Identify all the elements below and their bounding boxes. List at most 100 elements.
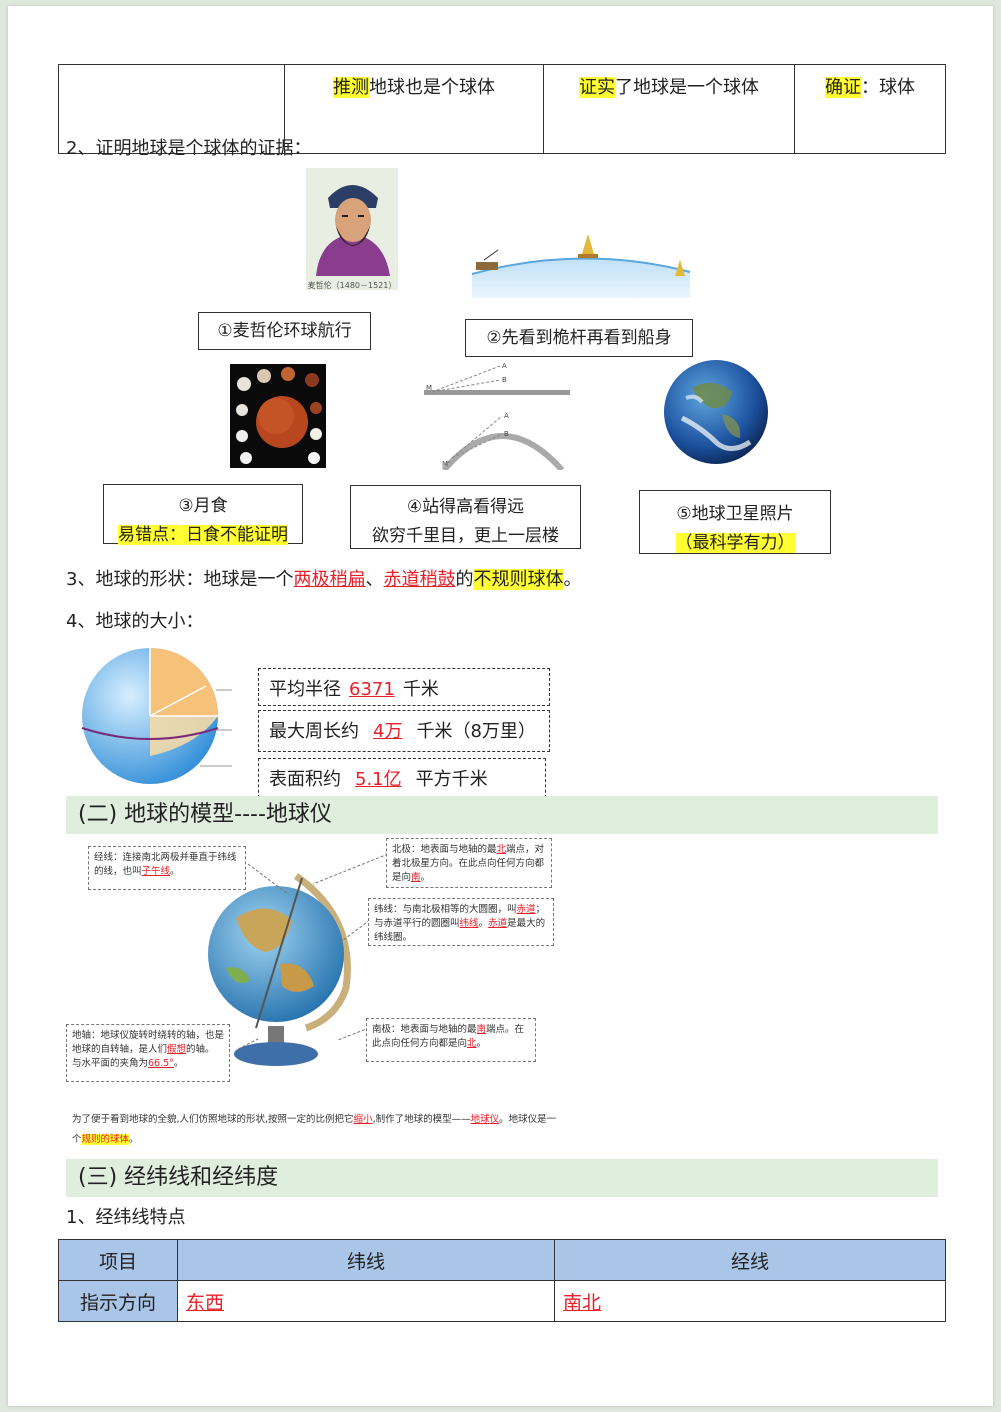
radius-label: 平均半径 — [269, 679, 341, 700]
model-text-4: 。 — [129, 1134, 139, 1145]
note-south-text-2: 端点。在此点向任何方向都是向 — [372, 1024, 525, 1049]
globe-model-paragraph: 为了便于看到地球的全貌,人们仿照地球的形状,按照一定的比例把它缩小,制作了地球的… — [72, 1110, 562, 1150]
circumference-unit: 千米（8万里） — [416, 721, 536, 742]
lunar-eclipse-image — [230, 364, 326, 468]
surface-area-label: 表面积约 — [269, 769, 341, 790]
model-text-1: 为了便于看到地球的全貌,人们仿照地球的形状,按照一定的比例把它 — [72, 1114, 354, 1125]
model-answer-3: 规则的球体 — [81, 1134, 130, 1145]
summary-cell-4-text: ：球体 — [861, 77, 915, 98]
circumference-value: 4万 — [373, 721, 403, 742]
note-south-text-1: 南极：地表面与地轴的最 — [372, 1024, 477, 1035]
evidence-2-box: ②先看到桅杆再看到船身 — [465, 319, 693, 357]
row-label-direction: 指示方向 — [58, 1280, 178, 1322]
lines-comparison-table: 项目 纬线 经线 指示方向 东西 南北 — [58, 1239, 946, 1322]
summary-cell-1 — [58, 64, 285, 154]
note-north-pole: 北极：地表面与地轴的最北端点，对着北极星方向。在此点向任何方向都是向南。 — [386, 838, 552, 888]
summary-cell-2: 推测地球也是个球体 — [284, 64, 544, 154]
note-earth-axis: 地轴：地球仪旋转时绕转的轴，也是地球的自转轴，是人们假想的轴。与水平面的夹角为6… — [66, 1024, 230, 1082]
shape-blank-1: 两极稍扁 — [293, 569, 366, 590]
radius-value: 6371 — [349, 679, 395, 700]
latitude-direction: 东西 — [186, 1291, 225, 1314]
col-header-item: 项目 — [58, 1239, 178, 1281]
diagram-label-m: M — [426, 384, 432, 392]
summary-cell-3-text: 了地球是一个球体 — [615, 77, 759, 98]
diagram-label-a: A — [502, 362, 507, 370]
note-lat-answer-3: 赤道 — [488, 918, 508, 929]
longitude-direction: 南北 — [563, 1291, 602, 1314]
table-row: 指示方向 东西 南北 — [58, 1280, 946, 1322]
summary-cell-3-key: 证实 — [579, 77, 615, 98]
note-latitude: 纬线：与南北极相等的大圆圈，叫赤道；与赤道平行的圆圈叫纬线。赤道是最大的纬线圈。 — [368, 898, 554, 946]
magellan-portrait-image — [316, 185, 390, 276]
summary-cell-4: 确证：球体 — [794, 64, 946, 154]
note-lat-answer-1: 赤道 — [516, 904, 536, 915]
model-text-3: 。地球仪是一个 — [72, 1114, 557, 1145]
surface-area-value: 5.1亿 — [355, 769, 402, 790]
note-lat-answer-2: 纬线 — [459, 918, 479, 929]
note-north-text-2: 端点，对着北极星方向。在此点向任何方向都是向 — [392, 844, 545, 883]
summary-cell-3: 证实了地球是一个球体 — [543, 64, 795, 154]
summary-table: 推测地球也是个球体 证实了地球是一个球体 确证：球体 — [58, 64, 946, 154]
ship-curvature-diagram — [471, 234, 691, 298]
shape-sep: 、 — [365, 569, 384, 590]
summary-cell-2-key: 推测 — [333, 77, 369, 98]
note-meridian-end: 。 — [170, 866, 180, 877]
note-north-end: 。 — [420, 872, 431, 883]
evidence-1-box: ①麦哲伦环球航行 — [198, 312, 371, 350]
diagram-label-b2: B — [504, 430, 509, 438]
note-south-answer-1: 南 — [476, 1024, 487, 1035]
col-header-longitude: 经线 — [554, 1239, 946, 1281]
note-north-answer-2: 南 — [411, 872, 421, 883]
model-answer-2: 地球仪 — [470, 1114, 500, 1125]
earth-cutaway-diagram — [81, 648, 232, 784]
table-header-row: 项目 纬线 经线 — [58, 1239, 946, 1281]
note-lat-text-2: ；与赤道平行的圆圈叫 — [374, 904, 546, 929]
shape-blank-2: 赤道稍鼓 — [383, 569, 456, 590]
note-south-end: 。 — [476, 1038, 487, 1049]
diagram-label-b: B — [502, 376, 507, 384]
section-band-lines: (三) 经纬线和经纬度 — [66, 1159, 938, 1197]
model-text-2: ,制作了地球的模型—— — [372, 1114, 471, 1125]
globe-image — [208, 873, 351, 1066]
note-meridian: 经线：连接南北两极并垂直于纬线的线，也叫子午线。 — [88, 846, 246, 890]
shape-mid: 的 — [455, 569, 474, 590]
summary-cell-2-text: 地球也是个球体 — [369, 77, 495, 98]
evidence-5-box: ⑤地球卫星照片 （最科学有力） — [639, 490, 831, 554]
note-axis-text-1: 地轴：地球仪旋转时绕转的轴，也是地球的自转轴，是人们 — [72, 1030, 225, 1055]
evidence-3-title: ③月食 — [178, 496, 228, 516]
evidence-5-note: （最科学有力） — [675, 533, 795, 553]
worksheet-page: 推测地球也是个球体 证实了地球是一个球体 确证：球体 2、证明地球是个球体的证据… — [8, 6, 993, 1406]
evidence-4-poem: 欲穷千里目，更上一层楼 — [372, 526, 559, 546]
section-lines-title: 1、经纬线特点 — [66, 1207, 186, 1228]
note-south-answer-2: 北 — [467, 1038, 477, 1049]
shape-prefix: 3、地球的形状：地球是一个 — [66, 569, 294, 590]
note-meridian-answer: 子午线 — [141, 866, 171, 877]
evidence-3-box: ③月食 易错点：日食不能证明 — [103, 484, 303, 545]
note-meridian-text: 经线：连接南北两极并垂直于纬线的线，也叫 — [94, 852, 237, 877]
section-4-title: 4、地球的大小： — [66, 611, 204, 632]
shape-end: 。 — [563, 569, 582, 590]
stand-high-diagram: M A B M' A B — [424, 362, 570, 470]
section-3-shape: 3、地球的形状：地球是一个两极稍扁、赤道稍鼓的不规则球体。 — [66, 565, 581, 591]
note-lat-text-3: 。 — [478, 918, 489, 929]
col-header-latitude: 纬线 — [177, 1239, 555, 1281]
note-axis-end: 。 — [173, 1058, 184, 1069]
evidence-5-title: ⑤地球卫星照片 — [676, 504, 794, 524]
diagram-label-a2: A — [504, 412, 509, 420]
surface-area-unit: 平方千米 — [415, 769, 488, 790]
note-north-text: 北极：地表面与地轴的最 — [392, 844, 497, 855]
note-lat-text-1: 纬线：与南北极相等的大圆圈，叫 — [374, 904, 517, 915]
note-axis-answer-2: 66.5° — [148, 1058, 174, 1069]
note-lat-text-4: 是最大的纬线圈。 — [374, 918, 546, 943]
surface-area-box: 表面积约 5.1亿平方千米 — [258, 758, 546, 798]
model-answer-1: 缩小 — [353, 1114, 373, 1125]
earth-satellite-photo — [664, 360, 768, 464]
shape-blank-3: 不规则球体 — [473, 569, 564, 590]
note-axis-answer-1: 假想 — [167, 1044, 187, 1055]
diagram-label-m2: M' — [442, 460, 450, 468]
section-band-globe-model: (二) 地球的模型----地球仪 — [66, 796, 938, 834]
summary-cell-4-key: 确证 — [825, 77, 861, 98]
magellan-portrait: 麦哲伦（1480－1521） — [306, 168, 398, 290]
circumference-label: 最大周长约 — [269, 721, 359, 742]
